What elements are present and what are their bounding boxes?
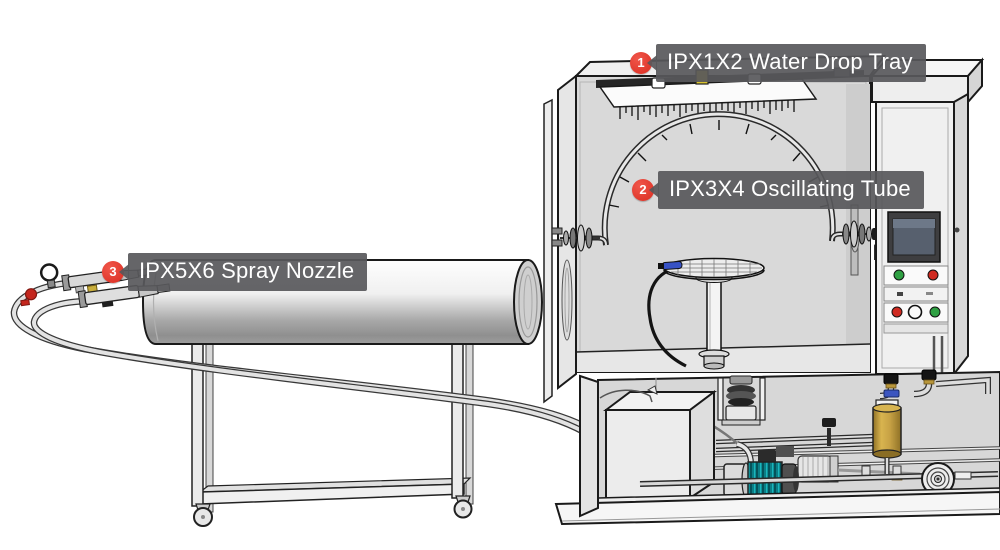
cable-connector [661,261,683,270]
indicator-row2 [883,286,949,302]
callout-spray-nozzle: 3 IPX5X6 Spray Nozzle [102,253,368,291]
display-screen [887,211,941,263]
callout-label-2: IPX3X4 Oscillating Tube [658,171,924,209]
base-cabinet [554,369,1000,526]
turntable-cable [647,266,687,368]
red-valve-knob [24,288,38,301]
callout-water-drop-tray: 1 IPX1X2 Water Drop Tray [630,44,926,82]
callout-oscillating-tube: 2 IPX3X4 Oscillating Tube [632,171,924,209]
base-plate [554,490,1000,526]
drip-needles [619,100,795,120]
turntable-motor [717,375,766,426]
valve-cap-right [921,369,937,381]
callout-label-1: IPX1X2 Water Drop Tray [656,44,926,82]
valve-cap-left [883,373,899,385]
filter-cartridge [872,407,902,455]
spray-test-tube-stand [191,339,474,527]
indicator-lights-row3 [883,302,949,323]
left-pivot-hub [560,224,600,252]
turntable [647,257,765,370]
pressure-gauge-ring [39,263,59,282]
base-left-wall [579,374,599,518]
control-panel-tower [869,57,985,377]
supply-hoses [10,278,586,435]
indicator-lights-row1 [883,265,949,286]
callout-label-3: IPX5X6 Spray Nozzle [128,253,368,291]
blue-valve-handle [883,389,900,398]
